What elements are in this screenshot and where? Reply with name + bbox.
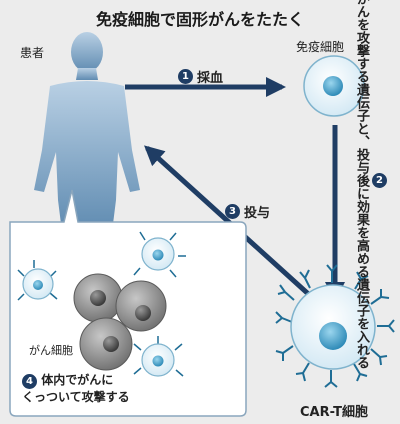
step-4: 4 体内でがんに くっついて攻撃する bbox=[22, 372, 130, 405]
step-3-number: 3 bbox=[225, 204, 240, 219]
step-1-number: 1 bbox=[178, 69, 193, 84]
diagram-title: 免疫細胞で固形がんをたたく bbox=[95, 10, 304, 29]
step-1: 1 採血 bbox=[178, 67, 223, 86]
immune-cell bbox=[303, 55, 365, 117]
step-3: 3 投与 bbox=[225, 202, 270, 221]
step-2: 2 がんを攻撃する遺伝子と、投与後に効果を高める遺伝子を入れる bbox=[352, 0, 387, 369]
step-4-text-line2: くっついて攻撃する bbox=[22, 390, 130, 404]
cancer-cells bbox=[73, 273, 167, 371]
step-2-number: 2 bbox=[372, 172, 387, 188]
small-car-t-cells bbox=[17, 231, 186, 377]
step-3-text: 投与 bbox=[244, 206, 271, 221]
car-t-cell-label: CAR-T細胞 bbox=[300, 405, 368, 420]
step-2-text: がんを攻撃する遺伝子と、投与後に効果を高める遺伝子を入れる bbox=[354, 0, 369, 369]
cancer-cell-label: がん細胞 bbox=[29, 344, 73, 357]
small-car-t-cell bbox=[133, 336, 184, 377]
car-t-cell bbox=[275, 264, 395, 388]
immune-cell-label: 免疫細胞 bbox=[296, 40, 345, 54]
small-car-t-cell bbox=[133, 231, 186, 278]
step-4-number: 4 bbox=[22, 374, 37, 389]
patient-silhouette bbox=[34, 32, 140, 232]
patient-label: 患者 bbox=[20, 46, 45, 60]
step-1-text: 採血 bbox=[197, 71, 224, 86]
step-4-text-line1: 体内でがんに bbox=[41, 373, 114, 387]
small-car-t-cell bbox=[17, 260, 58, 301]
